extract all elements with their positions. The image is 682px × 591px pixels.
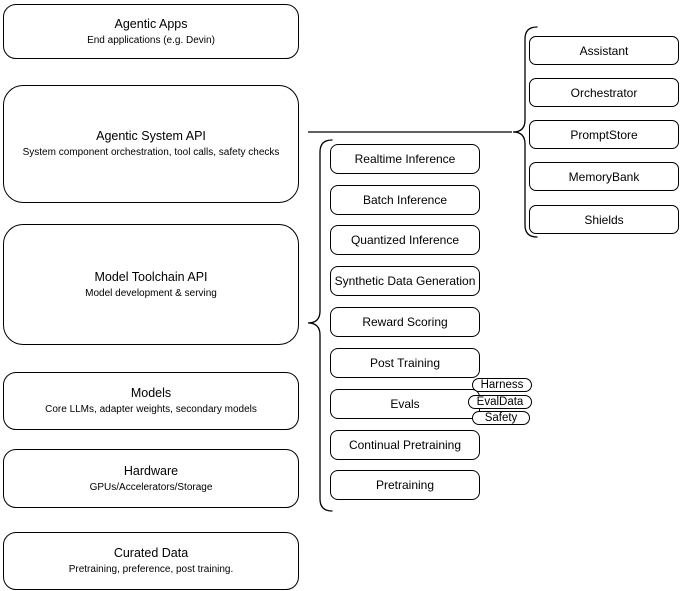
evals-tag-safety: Safety — [472, 411, 530, 425]
layer-title: Hardware — [123, 463, 179, 478]
system-component-memorybank: MemoryBank — [529, 162, 679, 191]
toolchain-item-continual-pretraining: Continual Pretraining — [330, 430, 480, 460]
toolchain-item-quantized-inference: Quantized Inference — [330, 225, 480, 255]
layer-subtitle: Model development & serving — [85, 287, 217, 299]
layer-models: Models Core LLMs, adapter weights, secon… — [3, 372, 299, 430]
layer-hardware: Hardware GPUs/Accelerators/Storage — [3, 449, 299, 508]
layer-agentic-system-api: Agentic System API System component orch… — [3, 85, 299, 203]
layer-title: Models — [130, 386, 172, 400]
toolchain-item-evals: Evals — [330, 389, 480, 419]
toolchain-item-reward-scoring: Reward Scoring — [330, 307, 480, 337]
evals-tag-evaldata: EvalData — [468, 395, 532, 409]
layer-curated-data: Curated Data Pretraining, preference, po… — [3, 532, 299, 590]
layer-subtitle: End applications (e.g. Devin) — [87, 34, 215, 46]
layer-subtitle: System component orchestration, tool cal… — [22, 147, 280, 158]
layer-subtitle: GPUs/Accelerators/Storage — [89, 481, 213, 493]
system-component-orchestrator: Orchestrator — [529, 78, 679, 107]
toolchain-item-post-training: Post Training — [330, 348, 480, 378]
layer-subtitle: Core LLMs, adapter weights, secondary mo… — [45, 404, 257, 415]
layer-model-toolchain-api: Model Toolchain API Model development & … — [3, 224, 299, 345]
toolchain-item-batch-inference: Batch Inference — [330, 185, 480, 215]
layer-agentic-apps: Agentic Apps End applications (e.g. Devi… — [3, 4, 299, 59]
system-component-shields: Shields — [529, 205, 679, 234]
system-components-brace — [512, 26, 538, 238]
layer-title: Curated Data — [113, 546, 189, 560]
system-component-promptstore: PromptStore — [529, 120, 679, 149]
toolchain-item-pretraining: Pretraining — [330, 470, 480, 500]
layer-subtitle: Pretraining, preference, post training. — [68, 564, 234, 575]
layer-title: Agentic Apps — [114, 16, 188, 31]
system-component-assistant: Assistant — [529, 36, 679, 65]
evals-tag-harness: Harness — [472, 378, 532, 392]
toolchain-items-brace — [307, 139, 333, 512]
toolchain-item-synthetic-data-generation: Synthetic Data Generation — [330, 266, 480, 296]
toolchain-item-realtime-inference: Realtime Inference — [330, 144, 480, 174]
layer-title: Model Toolchain API — [94, 269, 208, 284]
layer-title: Agentic System API — [96, 129, 206, 143]
